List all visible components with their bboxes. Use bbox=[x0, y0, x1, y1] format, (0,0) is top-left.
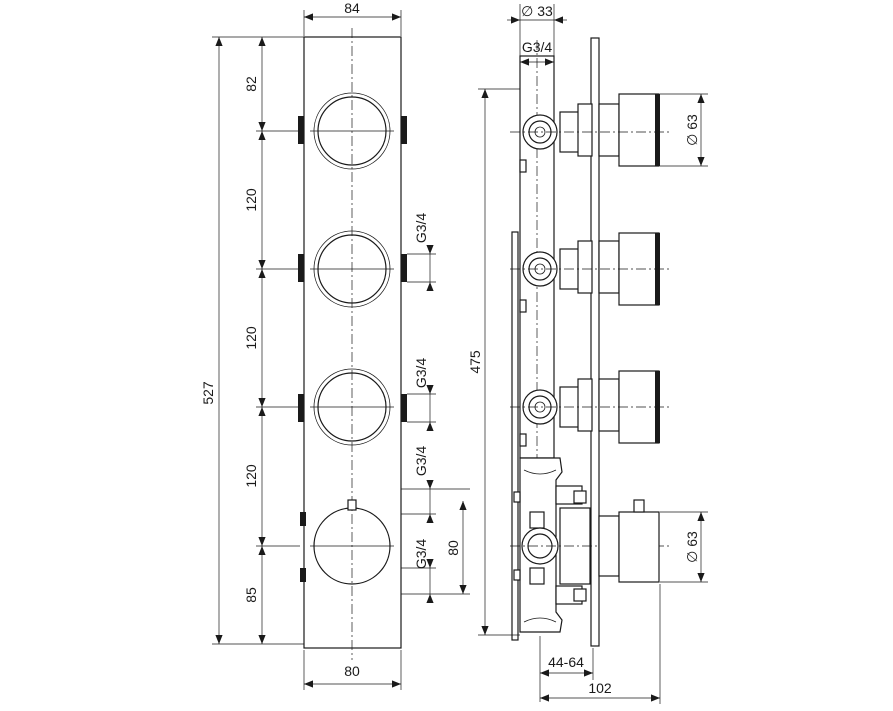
dim-port-3-label: G3/4 bbox=[413, 446, 429, 477]
dim-spacing-2-label: 120 bbox=[243, 326, 259, 350]
dim-spacing-top-label: 82 bbox=[243, 76, 259, 92]
side-bolt-2 bbox=[519, 299, 527, 313]
dim-spacing-3-label: 120 bbox=[243, 464, 259, 488]
dim-body-height-label: 475 bbox=[467, 350, 483, 374]
dim-knob-spacing bbox=[256, 37, 300, 644]
side-view: ∅ 33 G3/4 475 ∅ 63 ∅ 63 44-64 102 bbox=[467, 3, 708, 704]
dim-depth-range-label: 44-64 bbox=[548, 654, 584, 670]
side-thermostat-knob bbox=[598, 499, 660, 583]
side-thermostatic-body bbox=[510, 457, 670, 633]
dim-knob-diameter-bottom-label: ∅ 63 bbox=[684, 531, 700, 563]
front-plate-outline bbox=[303, 36, 402, 649]
side-bolt-1 bbox=[519, 159, 527, 173]
front-thermostat-knob bbox=[310, 499, 394, 585]
side-valve-2 bbox=[510, 232, 670, 306]
dim-port-spacing-label: 80 bbox=[445, 540, 461, 556]
side-nubs bbox=[298, 116, 407, 582]
dim-bottom-width-label: 80 bbox=[344, 663, 360, 679]
dim-top-width-label: 84 bbox=[344, 0, 360, 16]
side-mounting-plate bbox=[511, 231, 519, 641]
dim-total-depth-label: 102 bbox=[588, 680, 612, 696]
dim-knob-diameter-top-label: ∅ 63 bbox=[684, 114, 700, 146]
dim-pipe-diameter-label: ∅ 33 bbox=[521, 3, 553, 19]
side-cover-plate bbox=[590, 37, 600, 647]
dim-spacing-bottom-label: 85 bbox=[243, 587, 259, 603]
front-view: 84 80 527 82 120 120 120 85 bbox=[200, 0, 470, 690]
dim-port-1-label: G3/4 bbox=[413, 213, 429, 244]
side-bolt-3 bbox=[519, 433, 527, 447]
front-knob-3 bbox=[310, 368, 394, 446]
dim-top-port-label: G3/4 bbox=[522, 39, 553, 55]
front-knob-2 bbox=[310, 230, 394, 308]
dim-port-2-label: G3/4 bbox=[413, 358, 429, 389]
side-valve-3 bbox=[510, 370, 670, 444]
front-knob-1 bbox=[310, 92, 394, 170]
side-bolt-4 bbox=[513, 491, 521, 503]
dim-spacing-1-label: 120 bbox=[243, 188, 259, 212]
dim-port-4-label: G3/4 bbox=[413, 539, 429, 570]
side-valve-1 bbox=[510, 93, 670, 167]
dim-overall-height-label: 527 bbox=[200, 381, 216, 405]
dim-ports bbox=[401, 245, 470, 603]
side-bolt-5 bbox=[513, 569, 521, 581]
